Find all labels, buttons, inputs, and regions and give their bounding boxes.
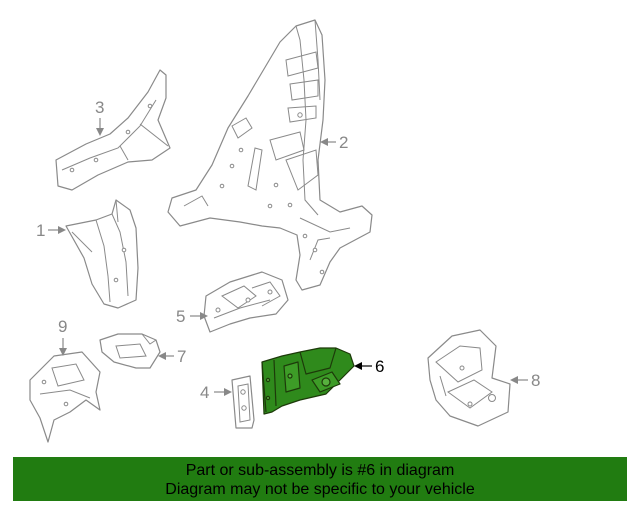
part-8-rear-bracket bbox=[427, 329, 511, 427]
banner-line-2: Diagram may not be specific to your vehi… bbox=[165, 481, 475, 498]
part-7-box-bracket bbox=[99, 333, 161, 369]
callout-7: 7 bbox=[177, 347, 186, 366]
part-5-bracket-plate bbox=[203, 271, 289, 333]
callout-4: 4 bbox=[200, 383, 209, 402]
part-1-lower-bracket bbox=[65, 199, 139, 309]
callout-2: 2 bbox=[339, 133, 348, 152]
banner-line-1: Part or sub-assembly is #6 in diagram bbox=[185, 462, 455, 479]
callout-9: 9 bbox=[58, 317, 67, 336]
part-2-inner-panel bbox=[167, 19, 373, 291]
part-3-upper-rail bbox=[55, 69, 171, 191]
part-6-highlighted-bracket bbox=[261, 347, 355, 415]
callout-3: 3 bbox=[95, 98, 104, 117]
parts-diagram: 3 2 1 5 9 7 6 4 8 bbox=[29, 19, 540, 443]
part-4-hinge-plate bbox=[231, 375, 255, 429]
part-9-floor-bracket bbox=[29, 351, 101, 443]
callout-8: 8 bbox=[531, 371, 540, 390]
info-banner: Part or sub-assembly is #6 in diagram Di… bbox=[13, 457, 627, 501]
callout-1: 1 bbox=[36, 221, 45, 240]
callout-6: 6 bbox=[375, 357, 384, 376]
leader-arrows bbox=[58, 128, 518, 396]
callout-5: 5 bbox=[176, 307, 185, 326]
